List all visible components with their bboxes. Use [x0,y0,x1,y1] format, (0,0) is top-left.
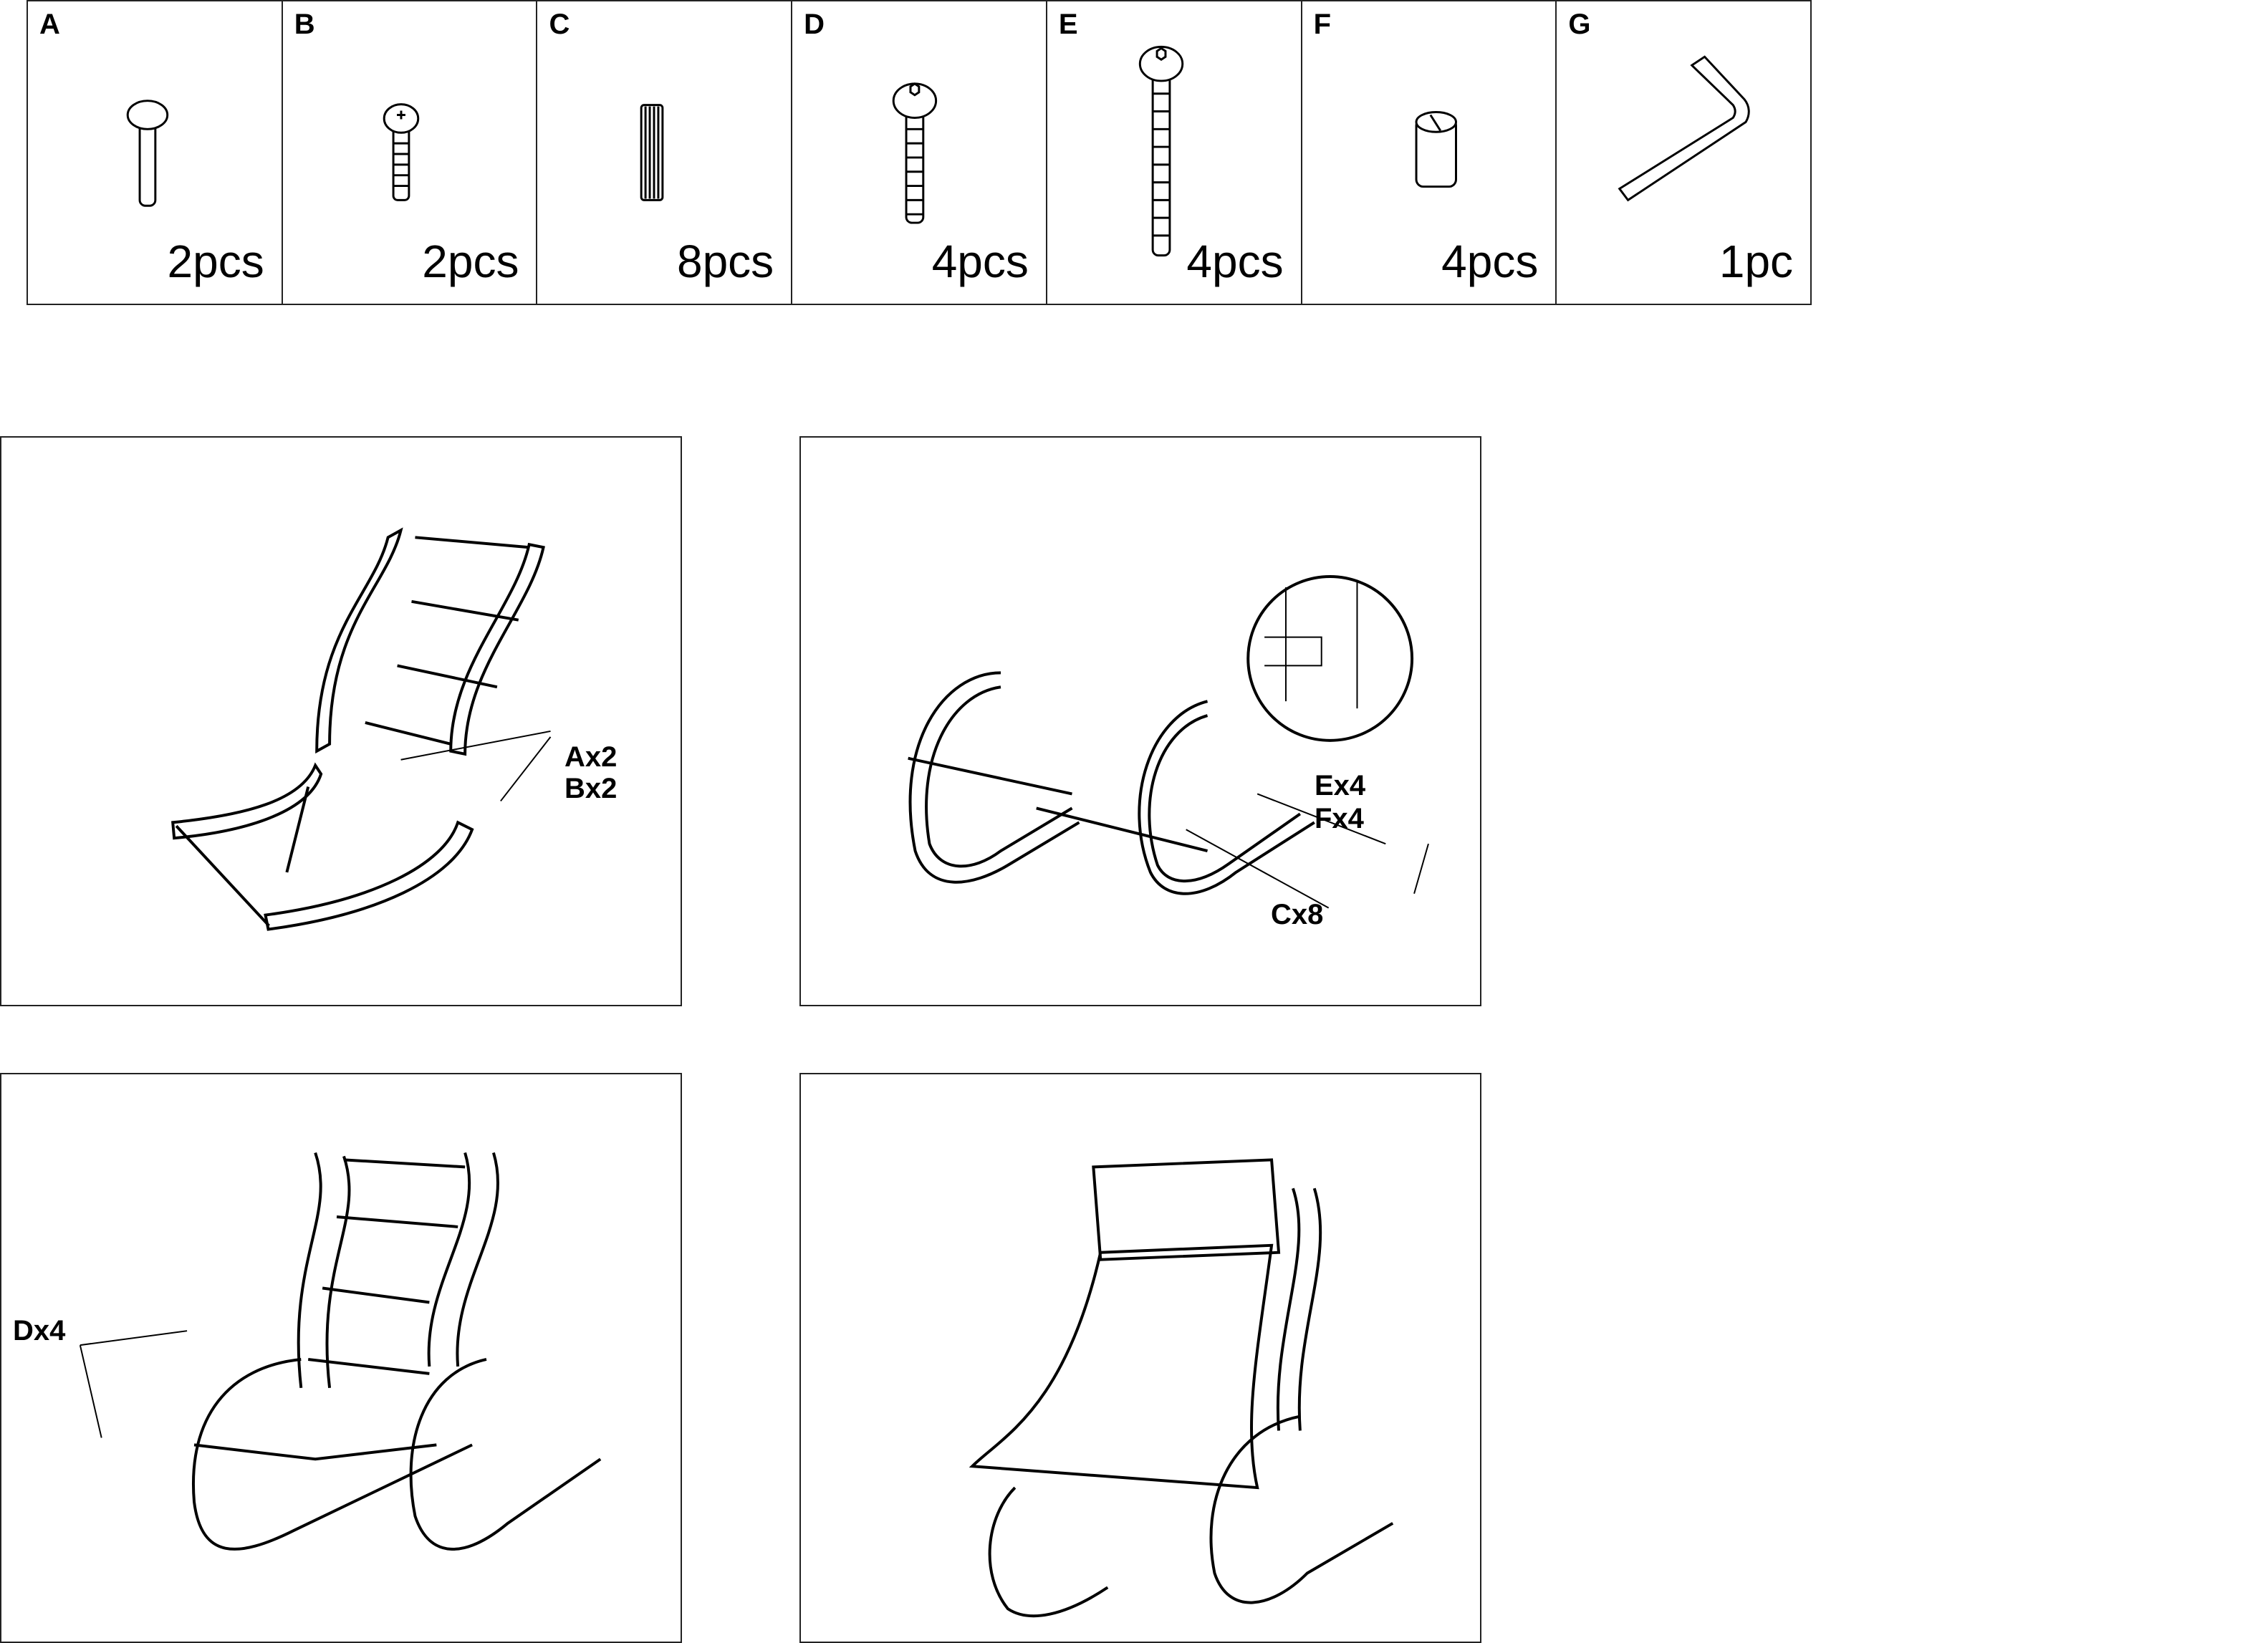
hardware-label-d: Dx4 [13,1315,66,1346]
part-c: C 8pcs [537,1,793,304]
part-quantity: 1pc [1719,236,1794,287]
part-letter: A [39,9,60,40]
part-d: D 4pcs [792,1,1047,304]
step-2-panel: Ex4 Fx4 Cx8 [799,436,1481,1006]
hex-bolt-short-icon [892,82,938,224]
parts-list-table: A 2pcs B 2pcs C 8pcs D 4pcs E 4pcs F 4pc… [27,0,1812,305]
barrel-nut-icon [1415,111,1457,188]
part-letter: B [294,9,315,40]
part-quantity: 4pcs [1441,236,1539,287]
phillips-screw-icon [383,103,419,201]
part-letter: F [1313,9,1332,40]
part-letter: D [804,9,825,40]
part-b: B 2pcs [283,1,538,304]
step-3-panel: Dx4 [0,1073,682,1643]
part-quantity: 4pcs [931,236,1029,287]
side-frames-illustration [908,575,1429,909]
step-4-panel [799,1073,1481,1643]
chair-back-and-seat-illustration [171,527,552,931]
part-quantity: 2pcs [167,236,264,287]
part-quantity: 4pcs [1186,236,1284,287]
step-1-panel: Ax2 Bx2 [0,436,682,1006]
part-letter: G [1568,9,1591,40]
finished-chair-with-cushion-illustration [969,1158,1394,1618]
pin-bolt-icon [126,100,169,207]
hardware-label-c: Cx8 [1271,899,1324,930]
part-f: F 4pcs [1302,1,1557,304]
part-quantity: 8pcs [676,236,774,287]
hardware-label-f: Fx4 [1315,803,1364,834]
part-g: G 1pc [1557,1,1810,304]
part-a: A 2pcs [28,1,283,304]
hardware-label-a: Ax2 [564,741,618,773]
assembled-frame-illustration [79,1152,602,1551]
part-letter: C [549,9,570,40]
hardware-label-e: Ex4 [1315,770,1366,801]
part-e: E 4pcs [1047,1,1302,304]
hardware-label-b: Bx2 [564,773,618,804]
allen-key-icon [1618,55,1751,202]
part-quantity: 2pcs [422,236,519,287]
part-letter: E [1058,9,1078,40]
hex-bolt-long-icon [1138,45,1184,257]
dowel-icon [640,104,664,201]
